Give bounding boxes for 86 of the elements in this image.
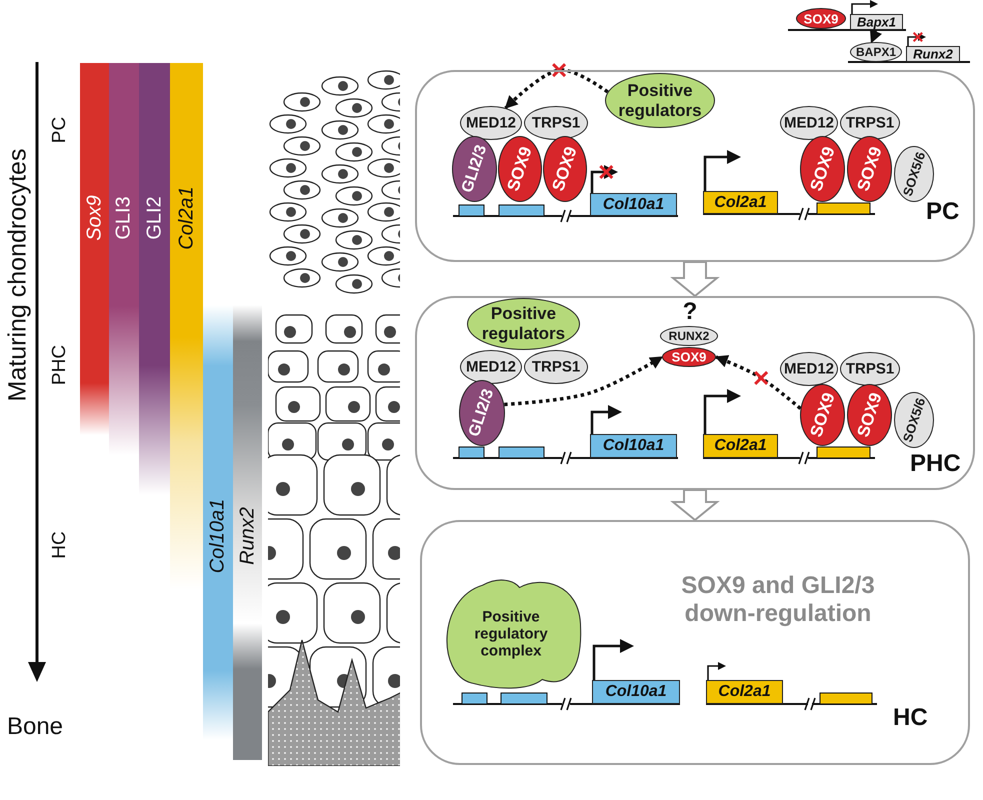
- block-arrow: [670, 261, 720, 298]
- protein-label: Positive regulators: [617, 80, 703, 120]
- protein-label: TRPS1: [846, 360, 894, 378]
- protein-oval: [460, 106, 522, 140]
- protein-label: MED12: [466, 114, 516, 132]
- dotted-arrow: [870, 28, 882, 44]
- gene-box: [706, 680, 783, 704]
- protein-oval: [459, 380, 505, 446]
- protein-oval: [894, 146, 934, 202]
- protein-label: RUNX2: [668, 329, 710, 343]
- protein-oval: [894, 392, 934, 448]
- protein-label: MED12: [784, 114, 834, 132]
- complex-label: Positive regulatory complex: [473, 608, 549, 659]
- protein-label: GLI2/3: [458, 142, 491, 196]
- protein-label: SOX9: [852, 144, 886, 194]
- gene-label: GLI2: [143, 196, 166, 240]
- expression-bar: [80, 63, 109, 435]
- gene-box: [592, 680, 680, 704]
- gene-label: Col2a1: [714, 194, 767, 212]
- stage-label: HC: [893, 704, 928, 732]
- protein-oval: [850, 42, 902, 62]
- protein-label: MED12: [466, 358, 516, 376]
- protein-oval: [543, 136, 587, 202]
- protein-label: SOX9: [804, 11, 838, 26]
- protein-label: SOX9: [503, 144, 537, 194]
- protein-label: BAPX1: [856, 45, 896, 59]
- gene-box: [906, 46, 960, 62]
- gene-box: [703, 434, 778, 458]
- gene-label: Runx2: [913, 46, 953, 62]
- gene-box: [590, 434, 677, 458]
- gene-label: Runx2: [236, 507, 259, 565]
- cell-panel: [415, 296, 975, 490]
- cell-panel: [415, 70, 975, 262]
- gene-label: Col10a1: [602, 196, 664, 214]
- dotted-arrow: [504, 68, 609, 110]
- gene-box: [590, 193, 677, 216]
- protein-label: SOX5/6: [900, 396, 928, 444]
- protein-label: TRPS1: [846, 114, 894, 132]
- axis-label: Maturing chondrocytes: [4, 148, 32, 402]
- protein-oval: [847, 136, 892, 202]
- protein-oval: [796, 8, 846, 29]
- stage-label: HC: [49, 531, 71, 559]
- dotted-arrow: [504, 356, 664, 406]
- question-mark-label: ?: [682, 298, 698, 326]
- stage-label: Bone: [6, 713, 64, 741]
- expression-bar: [109, 63, 139, 455]
- protein-oval: [662, 347, 716, 367]
- protein-label: MED12: [784, 360, 834, 378]
- gene-label: Col2a1: [714, 437, 767, 455]
- block-arrow: [670, 489, 720, 522]
- protein-label: TRPS1: [532, 358, 580, 376]
- gene-label: Col10a1: [605, 683, 667, 701]
- gene-label: Col2a1: [175, 186, 198, 250]
- protein-oval: [847, 384, 892, 446]
- annotation-text: SOX9 and GLI2/3 down-regulation: [680, 572, 876, 628]
- protein-label: SOX9: [806, 390, 840, 440]
- gene-label: Col10a1: [602, 437, 664, 455]
- protein-oval: [452, 136, 497, 202]
- protein-label: Positive regulators: [480, 304, 566, 344]
- stage-label: PHC: [910, 450, 961, 478]
- stage-label: PC: [926, 198, 960, 226]
- protein-oval: [524, 106, 588, 140]
- expression-bar: [139, 63, 170, 495]
- protein-label: SOX9: [672, 350, 706, 364]
- protein-label: GLI2/3: [466, 386, 498, 440]
- gene-label: Col2a1: [718, 683, 771, 701]
- gene-box: [850, 14, 903, 30]
- protein-oval: [660, 326, 718, 346]
- gene-label: Bapx1: [856, 14, 896, 30]
- cell-panel: [420, 520, 970, 765]
- gene-label: Col10a1: [206, 498, 230, 574]
- protein-oval: [800, 384, 845, 446]
- dotted-arrow: [714, 355, 802, 410]
- gene-label: Sox9: [83, 195, 106, 241]
- stage-label: PHC: [49, 344, 71, 386]
- protein-label: SOX9: [806, 144, 840, 194]
- gene-box: [703, 191, 778, 214]
- protein-label: SOX5/6: [900, 150, 928, 198]
- protein-label: SOX9: [548, 144, 582, 194]
- protein-oval: [498, 136, 542, 202]
- protein-label: TRPS1: [532, 114, 580, 132]
- expression-bar: [233, 305, 262, 760]
- stage-label: PC: [49, 116, 71, 144]
- gene-label: GLI3: [112, 196, 136, 240]
- protein-oval: [800, 136, 845, 202]
- protein-label: SOX9: [852, 390, 886, 440]
